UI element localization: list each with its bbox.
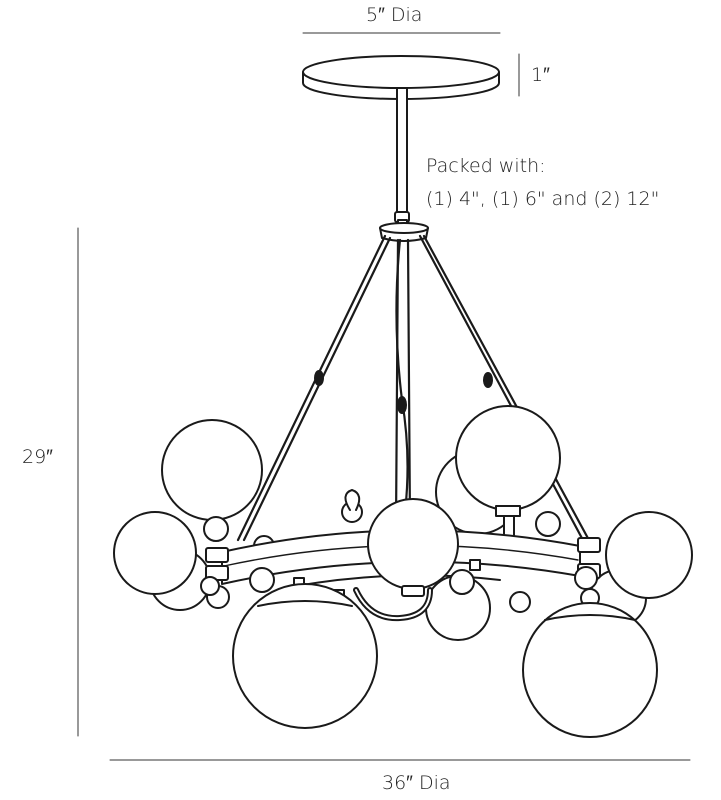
globe-upper-right (455, 405, 561, 543)
packed-with-line-1: Packed with: (426, 155, 546, 177)
overall-width-label: 36″ Dia (382, 772, 451, 794)
canopy-diameter-label: 5″ Dia (366, 4, 423, 26)
packed-with-note: Packed with: (1) 4", (1) 6" and (2) 12" (426, 150, 659, 216)
stem (394, 87, 410, 227)
globe-left (113, 511, 197, 595)
canopy (302, 55, 500, 100)
small-bulbs-front (200, 489, 600, 613)
canopy-height-label: 1″ (531, 64, 550, 86)
globe-back-left (161, 419, 263, 521)
overall-height-label: 29″ (22, 446, 53, 468)
globe-large-left (232, 583, 378, 729)
globe-large-right (522, 602, 658, 738)
arm-joints (314, 370, 493, 414)
globe-front-center (367, 498, 459, 597)
globe-right (605, 511, 693, 599)
packed-with-line-2: (1) 4", (1) 6" and (2) 12" (426, 188, 660, 210)
